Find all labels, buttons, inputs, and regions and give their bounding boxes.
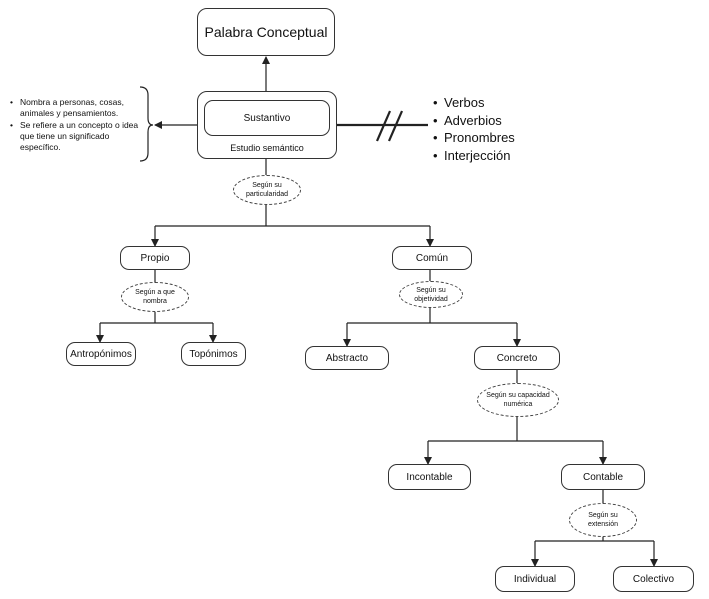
node-label: Antropónimos	[70, 348, 132, 360]
node-label: Abstracto	[325, 352, 369, 364]
node-label: Colectivo	[632, 573, 675, 585]
node-label: Incontable	[406, 471, 453, 483]
node-label: Individual	[513, 573, 557, 585]
excluded-list: Verbos Adverbios Pronombres Interjección	[433, 94, 515, 164]
excluded-item: Verbos	[433, 94, 515, 112]
node-incontable: Incontable	[388, 464, 471, 490]
excluded-item: Pronombres	[433, 129, 515, 147]
node-propio: Propio	[120, 246, 190, 270]
node-colectivo: Colectivo	[613, 566, 694, 592]
criterion-objetividad: Según su objetividad	[399, 281, 463, 308]
node-concreto: Concreto	[474, 346, 560, 370]
root-inner-box: Sustantivo	[204, 100, 330, 136]
definitions-list: Nombra a personas, cosas, animales y pen…	[10, 97, 145, 154]
criterion-capacidad: Según su capacidad numérica	[477, 383, 559, 417]
root-subtitle: Estudio semántico	[230, 143, 304, 153]
node-label: Topónimos	[189, 348, 238, 360]
definitions-brace	[139, 86, 154, 162]
definition-item: Se refiere a un concepto o idea que tien…	[10, 120, 145, 153]
criterion-extension: Según su extensión	[569, 503, 637, 537]
excluded-item: Adverbios	[433, 112, 515, 130]
node-label: Propio	[140, 252, 170, 264]
node-abstracto: Abstracto	[305, 346, 389, 370]
definition-item: Nombra a personas, cosas, animales y pen…	[10, 97, 145, 119]
node-label: Común	[415, 252, 449, 264]
node-antroponimos: Antropónimos	[66, 342, 136, 366]
title-label: Palabra Conceptual	[204, 24, 328, 40]
negation-slash-2	[387, 110, 404, 142]
excluded-item: Interjección	[433, 147, 515, 165]
node-individual: Individual	[495, 566, 575, 592]
criterion-particularidad: Según su particularidad	[233, 175, 301, 205]
node-label: Concreto	[496, 352, 538, 364]
criterion-nombra: Según a que nombra	[121, 282, 189, 312]
root-label: Sustantivo	[243, 112, 291, 124]
node-label: Contable	[582, 471, 624, 483]
node-contable: Contable	[561, 464, 645, 490]
root-node: Sustantivo Estudio semántico	[197, 91, 337, 159]
node-toponimos: Topónimos	[181, 342, 246, 366]
title-node: Palabra Conceptual	[197, 8, 335, 56]
node-comun: Común	[392, 246, 472, 270]
negation-slash-1	[375, 110, 392, 142]
